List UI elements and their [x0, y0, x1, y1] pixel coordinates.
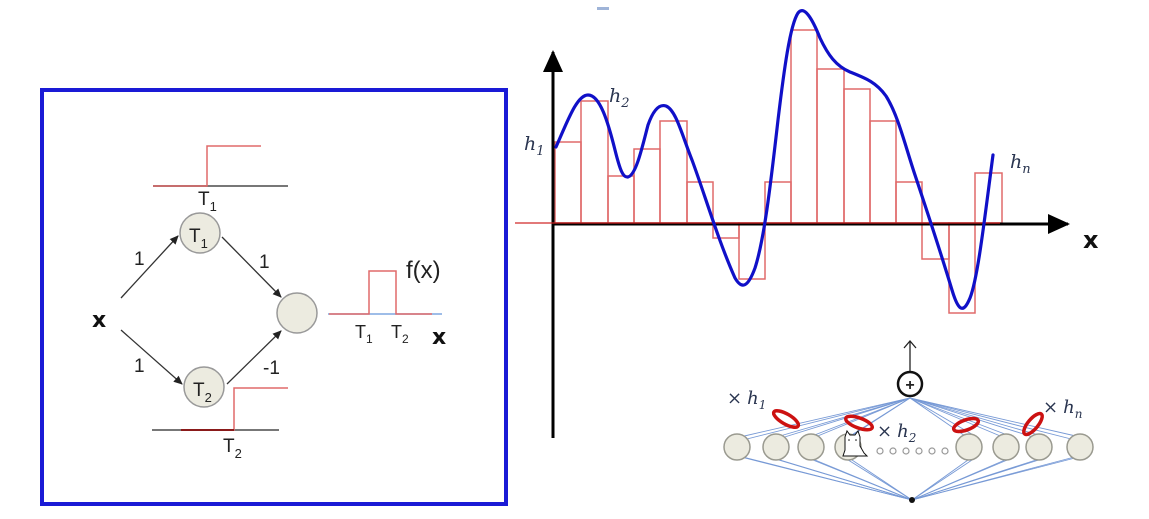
hidden-unit: [723, 433, 751, 461]
bar-3: [607, 175, 635, 224]
function-curve: [554, 9, 995, 310]
hidden-unit: [797, 433, 825, 461]
bar-1: [554, 141, 582, 224]
weight-t2-out: -1: [263, 358, 280, 379]
label-hn: hn: [1010, 151, 1031, 177]
edge-x-t2: [120, 329, 183, 385]
bottom-step-function: T2: [152, 387, 288, 461]
hidden-unit: [955, 433, 983, 461]
svg-text:T2: T2: [193, 380, 212, 405]
bar-10: [790, 29, 818, 224]
edge-t1-out: [221, 236, 282, 298]
weight-x-t1: 1: [134, 249, 145, 270]
cat-sprite-icon: [842, 429, 869, 457]
bar-11: [816, 68, 845, 224]
panel-border: [40, 88, 508, 506]
ellipsis-dots: [876, 447, 949, 455]
approximation-chart: h1 h2 hn x: [515, 9, 1099, 438]
edge-x-t1: [120, 235, 179, 299]
hidden-unit: [992, 433, 1020, 461]
sum-node: [896, 370, 924, 398]
weight-x-t2: 1: [134, 356, 145, 377]
network-diagram: + ×h1 ×h2 ×hn: [723, 340, 1094, 503]
bottom-step-label: T2: [223, 436, 242, 461]
hidden-unit: [1066, 433, 1094, 461]
weight-label-hn: ×hn: [1043, 397, 1082, 421]
top-step-function: T1: [153, 145, 288, 214]
x-axis-label: x: [1083, 226, 1099, 254]
input-x-label: x: [92, 308, 106, 333]
label-h2: h2: [609, 85, 630, 111]
weight-label-h2: ×h2: [877, 421, 916, 445]
top-step-label: T1: [198, 189, 217, 214]
node-t2: T2: [183, 366, 225, 408]
weight-t1-out: 1: [259, 252, 270, 273]
pulse-t2-label: T2: [391, 322, 409, 346]
top-artifact: [597, 7, 609, 10]
edges-to-input: [734, 454, 1083, 501]
hidden-unit: [762, 433, 790, 461]
weight-highlights: [771, 409, 1044, 437]
bar-12: [843, 88, 871, 224]
left-panel: T1 T2 1 1 1 -1 x T1 T2: [40, 88, 508, 506]
input-node: [909, 497, 915, 503]
node-t1: T1: [179, 212, 221, 254]
output-node: [276, 292, 318, 334]
pulse-function: f(x) T1 T2 x: [328, 257, 446, 350]
bar-2: [580, 100, 609, 224]
pulse-t1-label: T1: [355, 322, 373, 346]
weight-label-h1: ×h1: [727, 388, 766, 412]
edge-t2-out: [226, 330, 282, 385]
bar-6: [686, 181, 714, 224]
sum-symbol: +: [905, 377, 914, 394]
fx-label: f(x): [406, 257, 441, 284]
hidden-unit: [1025, 433, 1053, 461]
bar-13: [869, 120, 897, 224]
label-h1: h1: [524, 133, 545, 159]
svg-text:T1: T1: [189, 226, 208, 251]
pulse-x-label: x: [432, 325, 446, 350]
